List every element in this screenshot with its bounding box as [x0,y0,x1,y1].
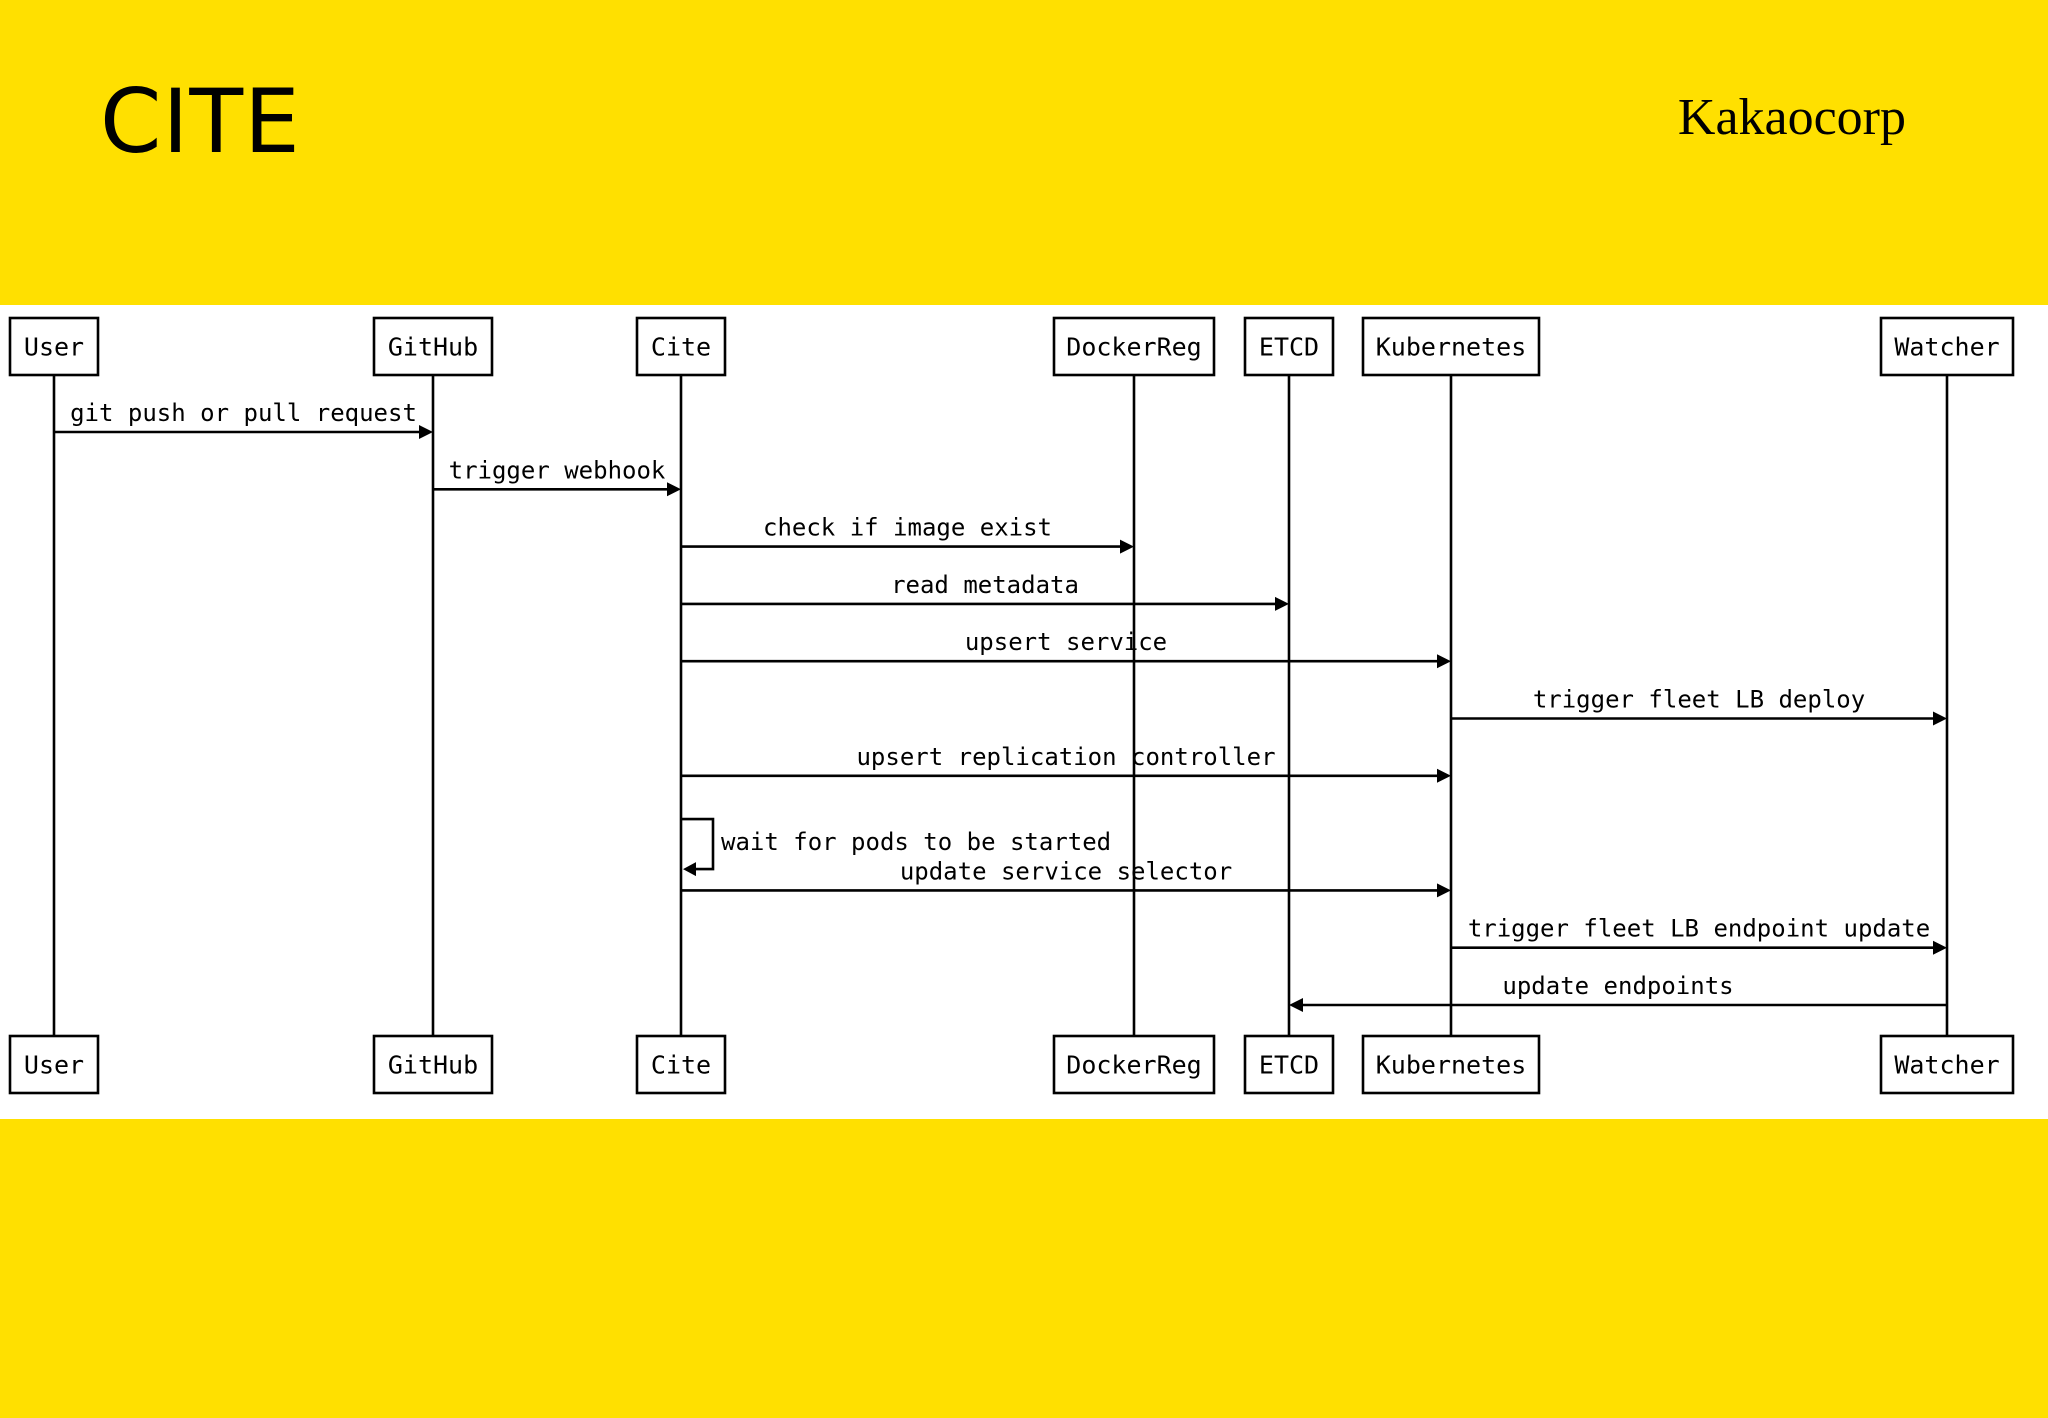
message-8: wait for pods to be started [681,817,1111,877]
message-arrowhead [1289,998,1303,1012]
message-9: update service selector [681,857,1451,898]
message-arrowhead [1120,539,1134,554]
message-arrowhead [1437,883,1451,898]
message-10: trigger fleet LB endpoint update [1451,915,1947,955]
participant-label: ETCD [1259,1051,1319,1080]
participant-box [1243,1034,1335,1095]
participant-label: ETCD [1259,333,1319,362]
participant-label: Cite [651,333,711,362]
message-label: wait for pods to be started [721,828,1111,856]
participant-label: Kubernetes [1376,333,1527,362]
participant-box [1879,1034,2015,1095]
message-7: upsert replication controller [681,743,1451,783]
message-label: update endpoints [1502,972,1733,1000]
message-1: git push or pull request [54,399,433,439]
participant-box [1052,1034,1216,1095]
message-arrowhead [1933,940,1947,955]
message-label: trigger webhook [449,456,666,484]
message-2: trigger webhook [433,456,681,497]
message-11: update endpoints [1289,972,1947,1012]
message-label: update service selector [900,857,1232,885]
message-arrowhead [667,482,681,497]
message-label: trigger fleet LB deploy [1533,686,1865,714]
message-label: upsert replication controller [856,743,1275,771]
message-label: read metadata [891,571,1079,599]
participant-top-dockerreg: DockerReg [1052,316,1216,377]
participant-bottom-dockerreg: DockerReg [1052,1034,1216,1095]
participant-bottom-etcd: ETCD [1243,1034,1335,1095]
message-arrowhead [1437,768,1451,783]
brand-name: Kakaocorp [1677,89,1906,146]
message-arrowhead [1933,711,1947,726]
participant-box [372,316,494,377]
message-4: read metadata [681,571,1289,611]
message-label: trigger fleet LB endpoint update [1468,915,1930,943]
participant-label: Watcher [1894,333,1999,362]
participant-box [8,316,100,377]
participant-box [1361,316,1541,377]
message-arrowhead [683,862,696,877]
message-label: upsert service [965,628,1167,656]
slide-title: CITE [100,70,301,173]
participant-top-kubernetes: Kubernetes [1361,316,1541,377]
participant-box [635,316,727,377]
participant-box [1052,316,1216,377]
participant-label: Watcher [1894,1051,1999,1080]
participant-bottom-kubernetes: Kubernetes [1361,1034,1541,1095]
participant-top-watcher: Watcher [1879,316,2015,377]
participant-label: User [24,1051,84,1080]
participant-top-cite: Cite [635,316,727,377]
participant-label: GitHub [388,333,478,362]
message-label: git push or pull request [70,399,417,427]
message-label: check if image exist [763,514,1052,542]
participant-top-user: User [8,316,100,377]
participant-box [8,1034,100,1095]
participant-label: DockerReg [1066,333,1201,362]
participant-bottom-github: GitHub [372,1034,494,1095]
participant-label: Cite [651,1051,711,1080]
participant-box [635,1034,727,1095]
participant-label: Kubernetes [1376,1051,1527,1080]
participant-box [1361,1034,1541,1095]
participant-bottom-cite: Cite [635,1034,727,1095]
participant-label: User [24,333,84,362]
participant-label: GitHub [388,1051,478,1080]
participant-label: DockerReg [1066,1051,1201,1080]
participant-box [1243,316,1335,377]
message-arrowhead [1275,596,1289,611]
message-arrowhead [1437,654,1451,669]
participant-top-github: GitHub [372,316,494,377]
message-arrowhead [419,425,433,439]
message-line [681,817,715,871]
participant-bottom-user: User [8,1034,100,1095]
participant-box [372,1034,494,1095]
participant-bottom-watcher: Watcher [1879,1034,2015,1095]
participant-top-etcd: ETCD [1243,316,1335,377]
participant-box [1879,316,2015,377]
message-3: check if image exist [681,514,1134,554]
message-6: trigger fleet LB deploy [1451,686,1947,726]
message-5: upsert service [681,628,1451,669]
